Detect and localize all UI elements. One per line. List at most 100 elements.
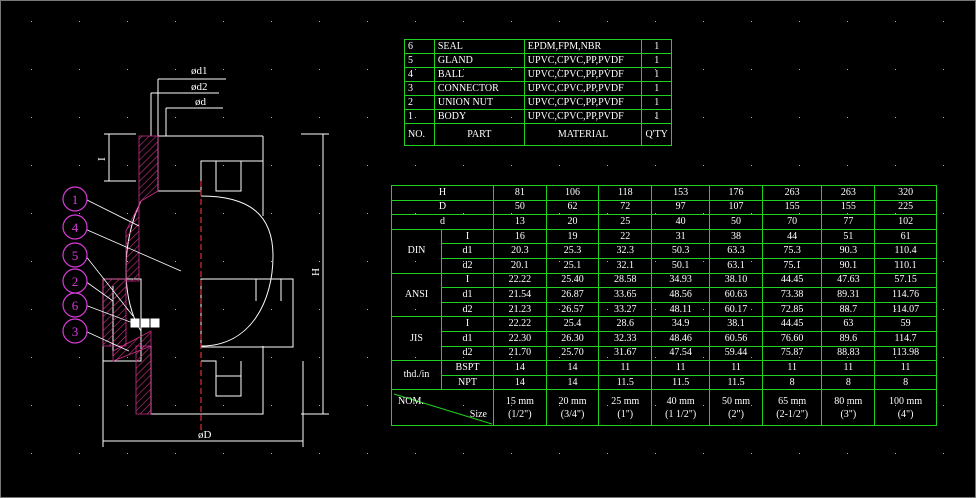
- dim-value-cell: 97: [651, 199, 711, 216]
- dim-value-cell: 44.45: [761, 316, 823, 332]
- dim-value-cell: 60.63: [709, 287, 763, 303]
- dim-value-cell: 113.98: [874, 345, 937, 362]
- size-mm: 15 mm: [505, 395, 534, 407]
- dim-value-cell: 225: [874, 199, 937, 216]
- dim-value-cell: 21.54: [493, 287, 547, 303]
- dim-value-cell: 25.3: [545, 243, 600, 259]
- parts-cell-no: 4: [404, 67, 435, 82]
- dim-row-label: d2: [441, 257, 494, 274]
- dim-value-cell: 11.5: [598, 374, 653, 391]
- dim-value-cell: 14: [493, 360, 547, 376]
- dim-label-D: øD: [198, 429, 212, 441]
- dim-group-ansi: ANSI: [391, 272, 442, 318]
- dim-value-cell: 60.56: [709, 330, 763, 347]
- dim-value-cell: 72: [598, 199, 653, 216]
- parts-cell-no: 6: [404, 39, 435, 54]
- parts-header-part: PART: [433, 123, 525, 146]
- dim-value-cell: 38.1: [709, 316, 763, 332]
- dim-value-cell: 21.70: [493, 345, 547, 362]
- parts-cell-part: GLAND: [433, 53, 525, 68]
- dim-group-thread: thd./in: [391, 360, 442, 391]
- dim-value-cell: 25.70: [545, 345, 600, 362]
- dim-value-cell: 155: [761, 199, 823, 216]
- dim-value-cell: 19: [545, 228, 600, 245]
- dim-row-label: I: [441, 228, 494, 245]
- dim-value-cell: 33.65: [598, 287, 653, 303]
- parts-cell-part: BALL: [433, 67, 525, 82]
- dim-value-cell: 20.1: [493, 257, 547, 274]
- dim-value-cell: 26.57: [545, 301, 600, 318]
- size-inch: (2"): [728, 408, 744, 420]
- dim-value-cell: 48.11: [651, 301, 711, 318]
- dim-value-cell: 107: [709, 199, 763, 216]
- dim-value-cell: 76.60: [761, 330, 823, 347]
- dim-value-cell: 75.3: [761, 243, 823, 259]
- size-inch: (1/2"): [508, 408, 532, 420]
- dim-size-cell: 40 mm(1 1/2"): [651, 389, 711, 427]
- dim-value-cell: 8: [821, 374, 876, 391]
- parts-cell-material: EPDM,FPM,NBR: [523, 39, 643, 54]
- dim-row-label: D: [391, 199, 494, 216]
- dim-size-cell: 80 mm(3"): [821, 389, 876, 427]
- dim-label-d: ød: [195, 96, 207, 108]
- dim-value-cell: 88.83: [821, 345, 876, 362]
- dim-value-cell: 40: [651, 214, 711, 230]
- dim-value-cell: 70: [761, 214, 823, 230]
- dim-value-cell: 11: [761, 360, 823, 376]
- dim-row-label: NPT: [441, 374, 494, 391]
- dim-value-cell: 25.4: [545, 316, 600, 332]
- dim-row-label: d1: [441, 243, 494, 259]
- dim-value-cell: 20: [545, 214, 600, 230]
- dim-row-label: d1: [441, 330, 494, 347]
- size-mm: 100 mm: [889, 395, 923, 407]
- parts-cell-material: UPVC,CPVC,PP,PVDF: [523, 109, 643, 124]
- dim-value-cell: 38: [709, 228, 763, 245]
- balloon-6: 6: [72, 298, 79, 313]
- dim-value-cell: 176: [709, 185, 763, 201]
- parts-cell-part: UNION NUT: [433, 95, 525, 110]
- dim-value-cell: 11: [709, 360, 763, 376]
- dim-value-cell: 50.3: [651, 243, 711, 259]
- dim-value-cell: 44: [761, 228, 823, 245]
- parts-cell-part: BODY: [433, 109, 525, 124]
- dim-value-cell: 22.22: [493, 316, 547, 332]
- dim-value-cell: 263: [761, 185, 823, 201]
- parts-cell-qty: 1: [641, 53, 672, 68]
- dim-value-cell: 11: [598, 360, 653, 376]
- dim-value-cell: 16: [493, 228, 547, 245]
- dim-value-cell: 57.15: [874, 272, 937, 289]
- dim-value-cell: 88.7: [821, 301, 876, 318]
- dim-value-cell: 11.5: [651, 374, 711, 391]
- dim-row-label: BSPT: [441, 360, 494, 376]
- dim-value-cell: 263: [821, 185, 876, 201]
- parts-cell-no: 3: [404, 81, 435, 96]
- dim-size-cell: 20 mm(3/4"): [545, 389, 600, 427]
- dim-row-label: H: [391, 185, 494, 201]
- dim-value-cell: 75.1: [761, 257, 823, 274]
- dim-row-label: d1: [441, 287, 494, 303]
- dim-value-cell: 47.54: [651, 345, 711, 362]
- dim-size-corner: NOM.Size: [391, 389, 494, 427]
- size-mm: 50 mm: [722, 395, 751, 407]
- parts-cell-qty: 1: [641, 109, 672, 124]
- dim-label-H: H: [310, 268, 322, 276]
- dim-value-cell: 31.67: [598, 345, 653, 362]
- dim-value-cell: 32.1: [598, 257, 653, 274]
- dim-value-cell: 20.3: [493, 243, 547, 259]
- dim-value-cell: 51: [821, 228, 876, 245]
- dim-value-cell: 63.1: [709, 257, 763, 274]
- dim-value-cell: 13: [493, 214, 547, 230]
- dim-value-cell: 14: [493, 374, 547, 391]
- dim-value-cell: 155: [821, 199, 876, 216]
- parts-cell-part: CONNECTOR: [433, 81, 525, 96]
- parts-cell-no: 2: [404, 95, 435, 110]
